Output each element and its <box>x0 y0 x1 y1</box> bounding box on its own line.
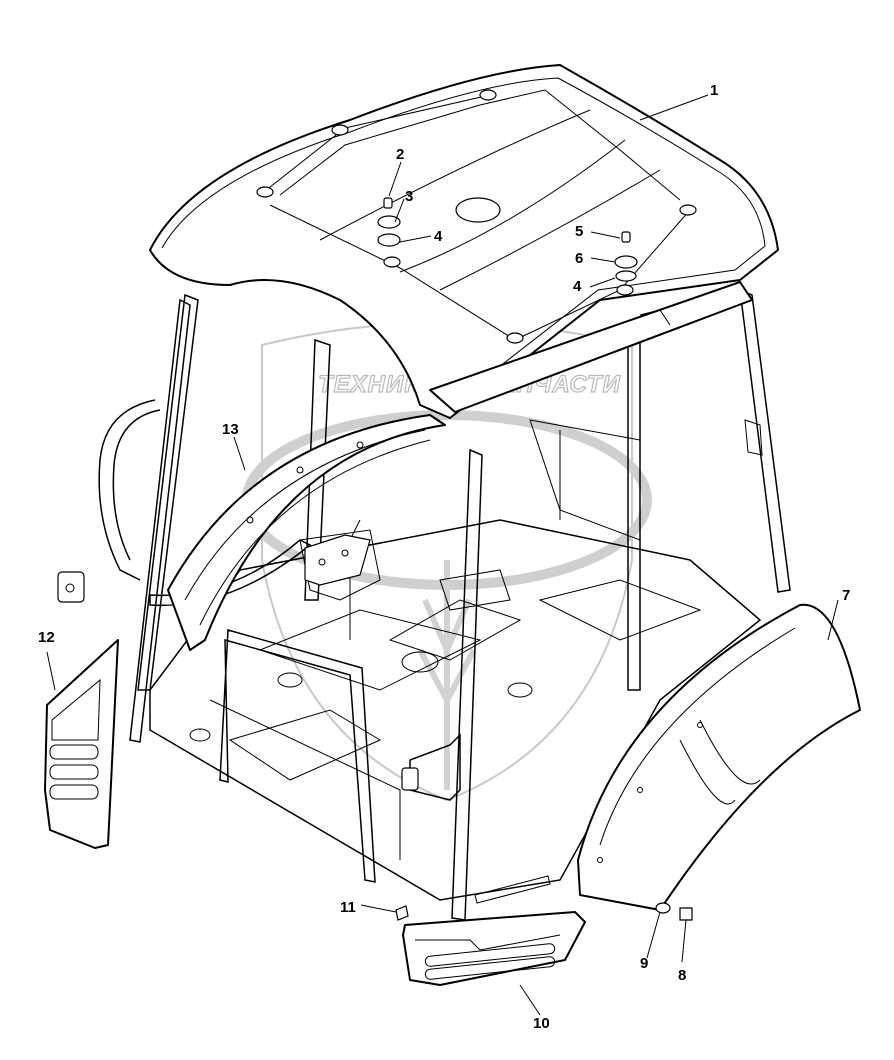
callout-3: 3 <box>405 188 413 205</box>
callout-5: 5 <box>575 223 583 240</box>
callout-13: 13 <box>222 421 239 438</box>
callout-8: 8 <box>678 967 686 984</box>
callout-12: 12 <box>38 629 55 646</box>
part-8-bolt <box>679 907 693 921</box>
cab-frame <box>57 288 791 921</box>
callout-11: 11 <box>340 899 356 916</box>
part-2-bolt <box>383 197 393 209</box>
part-10-front-step <box>402 911 586 986</box>
callout-labels: 1 2 3 4 5 6 4 7 8 9 10 11 12 13 <box>38 82 850 1032</box>
callout-2: 2 <box>396 146 404 163</box>
part-5-bolt <box>621 231 631 243</box>
part-4-mount-upper <box>377 233 401 247</box>
part-1-roof <box>149 64 779 419</box>
callout-4-upper: 4 <box>434 228 443 245</box>
callout-7: 7 <box>842 587 850 604</box>
part-6-washer <box>614 255 638 269</box>
cab-floor <box>149 519 762 904</box>
leader-lines <box>46 94 839 1016</box>
part-11-clip <box>395 905 409 921</box>
part-12-left-step <box>44 639 119 849</box>
callout-4-right: 4 <box>573 278 582 295</box>
callout-6: 6 <box>575 250 583 267</box>
callout-1: 1 <box>710 82 718 99</box>
part-4-mount-right <box>615 270 637 282</box>
part-3-washer <box>377 215 401 229</box>
part-13-inner-fender <box>167 414 446 651</box>
callout-9: 9 <box>640 955 648 972</box>
part-7-right-fender <box>577 603 861 911</box>
part-9-washer <box>655 902 671 914</box>
callout-10: 10 <box>533 1015 550 1032</box>
